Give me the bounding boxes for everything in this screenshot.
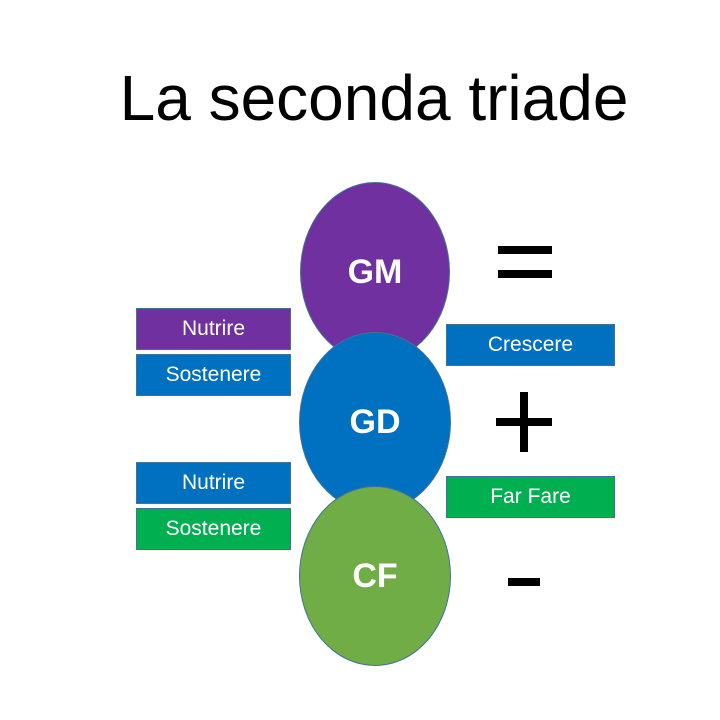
gd-ellipse: GD [299,332,451,512]
left-box-label: Nutrire [181,471,245,494]
right-box-label: Crescere [487,333,574,356]
gd-label: GD [349,402,401,441]
left-box-nutrire-2: Nutrire [136,462,291,504]
gm-label: GM [347,252,403,291]
left-box-nutrire-1: Nutrire [136,308,291,350]
left-box-sostenere-2: Sostenere [136,508,291,550]
left-box-label: Sostenere [165,517,262,540]
cf-label: CF [352,556,398,595]
left-box-label: Sostenere [165,363,262,386]
right-box-far-fare: Far Fare [446,476,615,518]
plus-icon [496,392,552,452]
minus-icon [508,578,540,586]
right-box-crescere: Crescere [446,324,615,366]
equals-icon [498,246,552,278]
slide-title: La seconda triade [119,62,629,134]
left-box-sostenere-1: Sostenere [136,354,291,396]
left-box-label: Nutrire [181,317,245,340]
cf-ellipse: CF [299,486,451,666]
right-box-label: Far Fare [490,485,571,508]
